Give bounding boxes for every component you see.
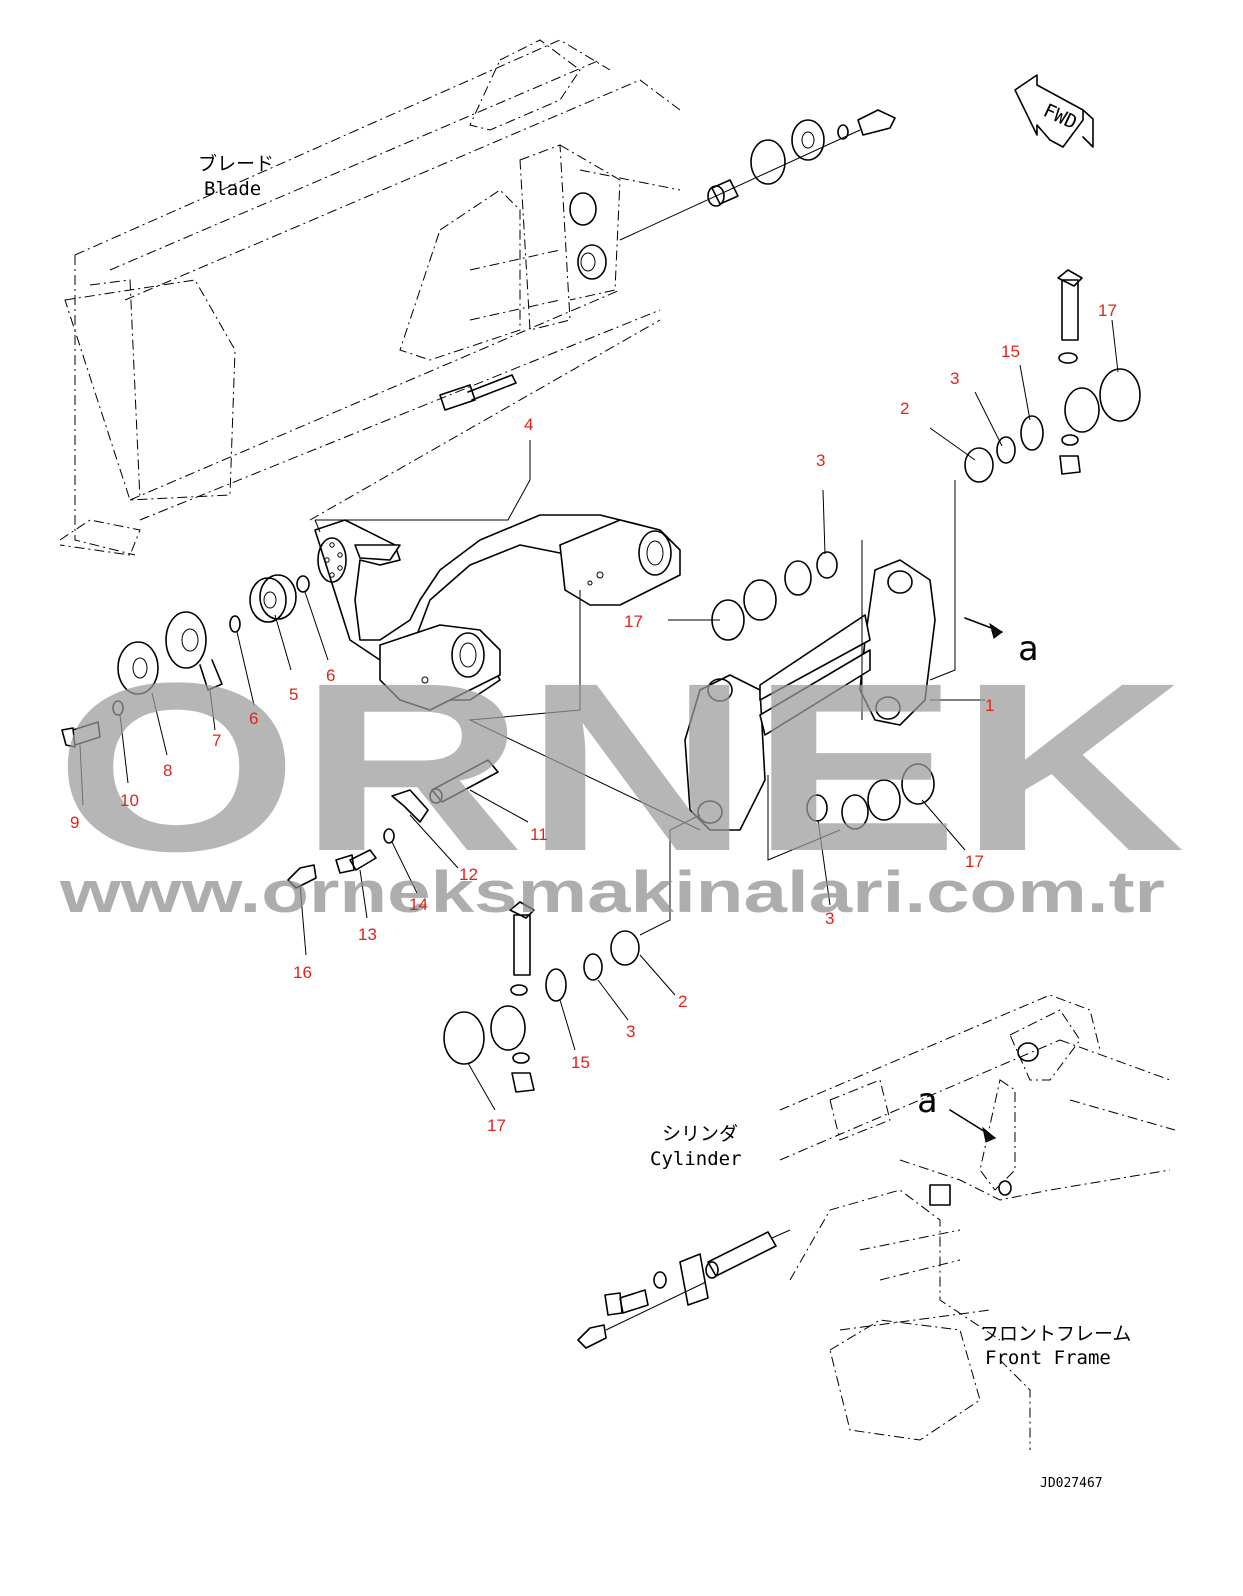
callout-17-top-right: 17 bbox=[1098, 301, 1117, 320]
assembly-lines bbox=[314, 480, 956, 936]
callout-17-bottom: 17 bbox=[487, 1116, 506, 1135]
blade-label-jp: ブレード bbox=[198, 152, 274, 175]
left-pin-stack bbox=[61, 574, 310, 748]
link-frame bbox=[684, 559, 936, 831]
callout-12: 12 bbox=[459, 865, 478, 884]
view-arrow-a-right bbox=[964, 617, 1003, 639]
callout-16: 16 bbox=[293, 963, 312, 982]
view-arrow-a-bottom bbox=[949, 1109, 996, 1143]
callout-14: 14 bbox=[409, 895, 428, 914]
lift-arm bbox=[314, 514, 681, 711]
watermark-brand: ORNEK bbox=[55, 633, 1185, 901]
bottom-pin-stack bbox=[443, 901, 640, 1093]
callout-6-right: 6 bbox=[326, 666, 335, 685]
callout-3-bottom: 3 bbox=[626, 1022, 635, 1041]
callout-17-lower-right: 17 bbox=[965, 852, 984, 871]
callout-13: 13 bbox=[358, 925, 377, 944]
lower-pin-stack bbox=[287, 759, 499, 889]
component-labels: ブレード Blade シリンダ Cylinder フロントフレーム Front … bbox=[198, 152, 1131, 1491]
callout-leaders bbox=[79, 319, 1119, 1111]
part-callouts: 1 2 2 3 3 3 3 4 5 6 6 7 8 9 10 11 12 13 … bbox=[70, 301, 1117, 1135]
callout-15-top: 15 bbox=[1001, 342, 1020, 361]
cylinder-pin-assembly bbox=[577, 1229, 791, 1349]
callout-2-top: 2 bbox=[900, 399, 909, 418]
watermark-url: www.orneksmakinalari.com.tr bbox=[59, 860, 1165, 925]
front-frame-label-jp: フロントフレーム bbox=[980, 1323, 1131, 1345]
cylinder-label-jp: シリンダ bbox=[662, 1123, 738, 1145]
view-a-label-bottom: a bbox=[917, 1081, 937, 1121]
callout-4: 4 bbox=[524, 415, 533, 434]
callout-3-top-right: 3 bbox=[950, 369, 959, 388]
fwd-direction-arrow: FWD bbox=[1014, 74, 1094, 148]
blade-pin-bosses bbox=[569, 192, 607, 280]
callout-3-center: 3 bbox=[816, 451, 825, 470]
blade-pin-assembly bbox=[439, 374, 517, 411]
link-pin-rings bbox=[711, 551, 935, 830]
callout-5: 5 bbox=[289, 685, 298, 704]
callout-17-center: 17 bbox=[624, 612, 643, 631]
blade-outline bbox=[59, 39, 681, 556]
front-frame-label-en: Front Frame bbox=[985, 1347, 1111, 1369]
callout-2-bottom: 2 bbox=[678, 992, 687, 1011]
callout-6-left: 6 bbox=[249, 709, 258, 728]
callout-7: 7 bbox=[212, 731, 221, 750]
callout-3-lower-right: 3 bbox=[825, 909, 834, 928]
callout-9: 9 bbox=[70, 813, 79, 832]
front-frame-outline bbox=[779, 994, 1176, 1450]
watermark: ORNEK www.orneksmakinalari.com.tr bbox=[55, 633, 1185, 925]
drawing-code: JD027467 bbox=[1040, 1476, 1103, 1491]
callout-10: 10 bbox=[120, 791, 139, 810]
blade-label-en: Blade bbox=[204, 178, 261, 200]
callout-1: 1 bbox=[985, 696, 994, 715]
top-pin-stack bbox=[619, 109, 896, 241]
callout-8: 8 bbox=[163, 761, 172, 780]
right-pin-stack bbox=[964, 269, 1141, 483]
view-a-label-right: a bbox=[1018, 629, 1038, 669]
callout-11: 11 bbox=[530, 825, 548, 844]
cylinder-label-en: Cylinder bbox=[650, 1148, 742, 1170]
callout-15-bottom: 15 bbox=[571, 1053, 590, 1072]
